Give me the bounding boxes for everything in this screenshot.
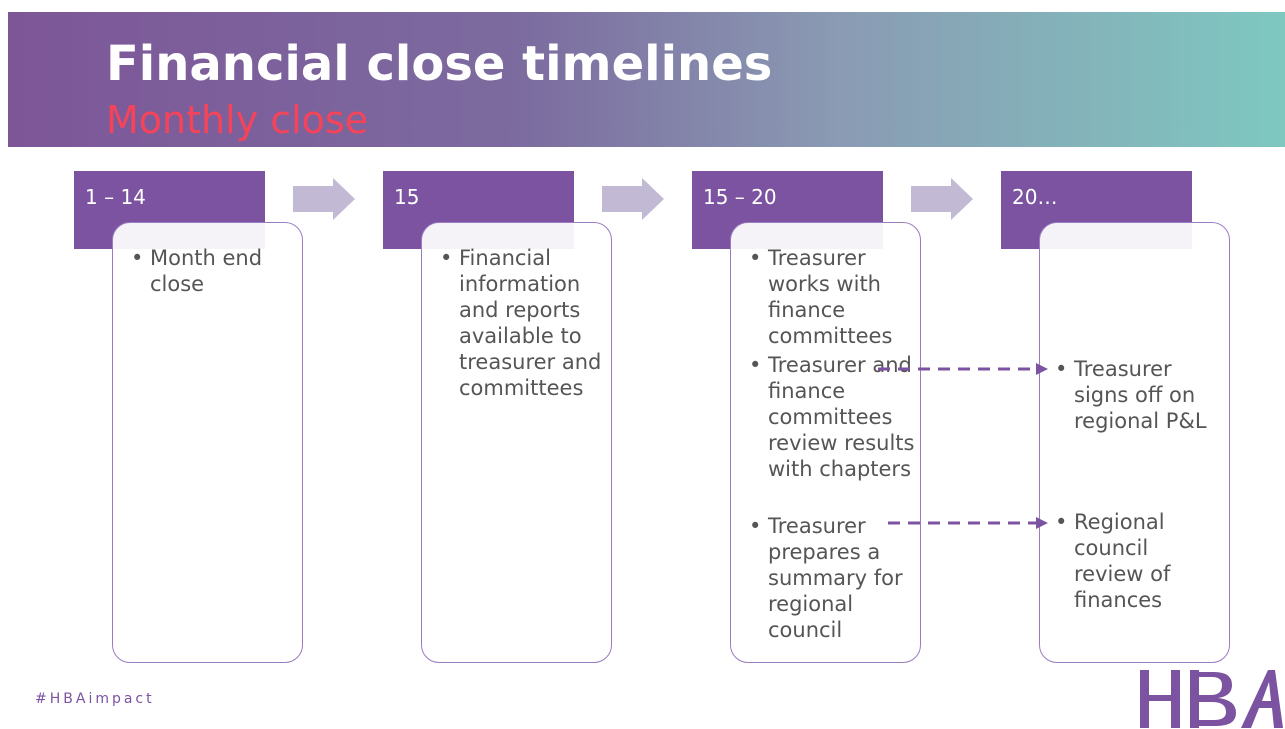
phase-label-4: 20…: [1012, 185, 1058, 209]
phase-4-bullet-2: •Regional council review of finances: [1055, 510, 1171, 612]
page-title: Financial close timelines: [106, 36, 773, 92]
page-subtitle: Monthly close: [106, 98, 369, 142]
phase-card-3: •Treasurer works with finance committees…: [730, 222, 921, 663]
dashed-connector-arrow-2: [888, 517, 1048, 529]
hba-logo: [1140, 670, 1283, 728]
phase-3-bullet-2: •Treasurer and finance committees review…: [749, 353, 915, 481]
phase-3-bullet-3: •Treasurer prepares a summary for region…: [749, 514, 903, 642]
arrow-right-icon: [293, 178, 355, 220]
phase-2-bullet-1: •Financial information and reports avail…: [440, 246, 602, 400]
arrow-right-icon: [911, 178, 973, 220]
hashtag-label: #HBAimpact: [35, 691, 155, 707]
phase-card-4: •Treasurer signs off on regional P&L •Re…: [1039, 222, 1230, 663]
phase-label-2: 15: [394, 185, 420, 209]
phase-4-bullet-1: •Treasurer signs off on regional P&L: [1055, 357, 1207, 433]
phase-card-1: •Month end close: [112, 222, 303, 663]
phase-1-bullet-1: •Month end close: [131, 246, 263, 296]
phase-label-1: 1 – 14: [85, 185, 146, 209]
phase-label-3: 15 – 20: [703, 185, 777, 209]
phase-3-bullet-1: •Treasurer works with finance committees: [749, 246, 893, 348]
phase-card-2: •Financial information and reports avail…: [421, 222, 612, 663]
dashed-connector-arrow-1: [878, 363, 1048, 375]
title-banner: [8, 12, 1285, 147]
arrow-right-icon: [602, 178, 664, 220]
